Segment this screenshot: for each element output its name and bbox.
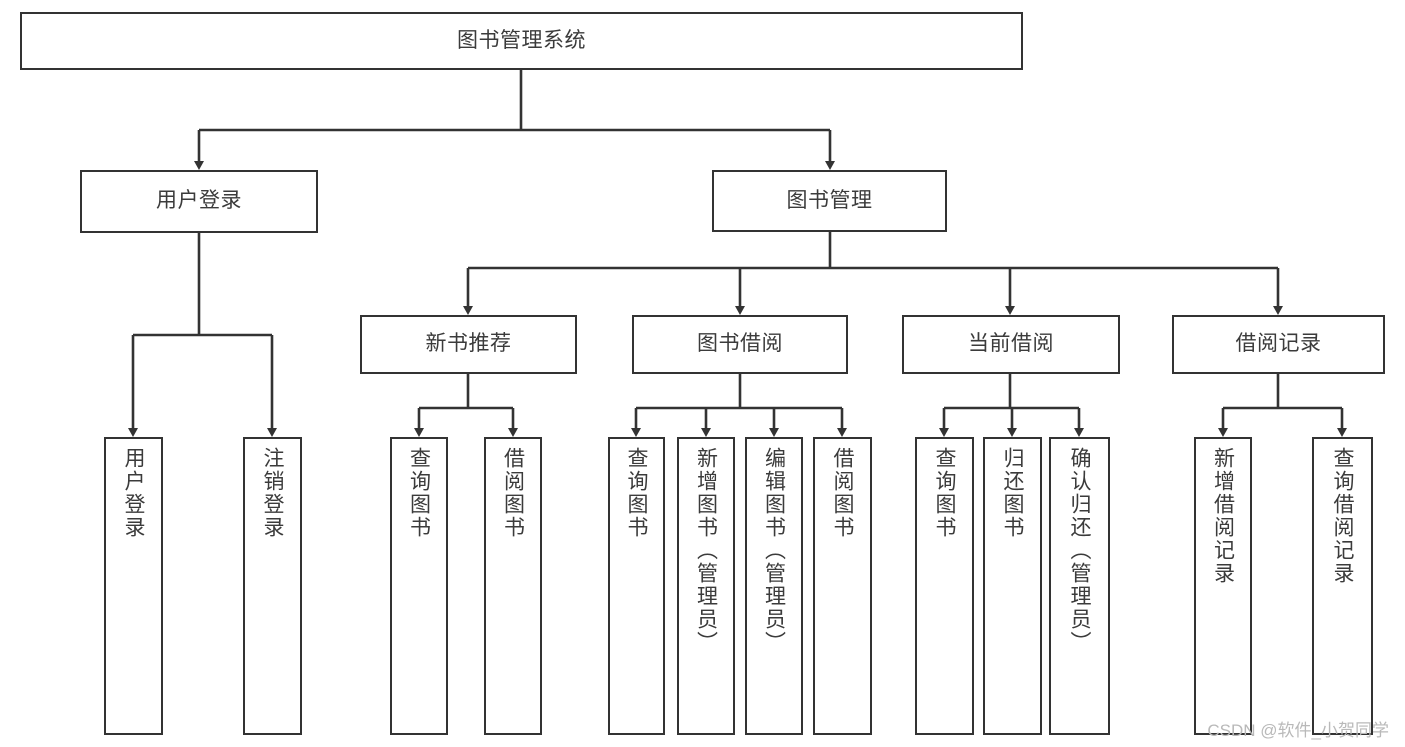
node-leaf-add-book-label: 新增图书（管理员） <box>694 447 718 654</box>
node-leaf-user-login[interactable]: 用户登录 <box>104 437 163 735</box>
node-leaf-confirm-return[interactable]: 确认归还（管理员） <box>1049 437 1110 735</box>
node-leaf-add-record[interactable]: 新增借阅记录 <box>1194 437 1252 735</box>
node-borrow-record[interactable]: 借阅记录 <box>1172 315 1385 374</box>
node-leaf-query-book-2-label: 查询图书 <box>625 447 648 539</box>
node-leaf-borrow-book-2[interactable]: 借阅图书 <box>813 437 872 735</box>
node-leaf-add-book[interactable]: 新增图书（管理员） <box>677 437 735 735</box>
node-user-login-label: 用户登录 <box>156 189 242 213</box>
node-leaf-query-book-1[interactable]: 查询图书 <box>390 437 448 735</box>
node-current-borrow[interactable]: 当前借阅 <box>902 315 1120 374</box>
node-root[interactable]: 图书管理系统 <box>20 12 1023 70</box>
node-leaf-logout[interactable]: 注销登录 <box>243 437 302 735</box>
node-leaf-return-book[interactable]: 归还图书 <box>983 437 1042 735</box>
node-book-borrow[interactable]: 图书借阅 <box>632 315 848 374</box>
node-leaf-query-book-3-label: 查询图书 <box>933 447 956 539</box>
node-leaf-borrow-book-1[interactable]: 借阅图书 <box>484 437 542 735</box>
connector-bookmanage-to-level2 <box>463 232 1283 315</box>
node-root-label: 图书管理系统 <box>457 28 586 52</box>
node-leaf-user-login-label: 用户登录 <box>122 447 145 539</box>
node-borrow-record-label: 借阅记录 <box>1235 332 1322 356</box>
node-leaf-query-book-1-label: 查询图书 <box>407 447 431 539</box>
node-book-manage[interactable]: 图书管理 <box>712 170 947 232</box>
node-new-book-recommend[interactable]: 新书推荐 <box>360 315 577 374</box>
connector-userlogin-to-leaves <box>128 233 277 437</box>
node-leaf-return-book-label: 归还图书 <box>1001 447 1024 539</box>
node-leaf-query-book-3[interactable]: 查询图书 <box>915 437 974 735</box>
node-book-manage-label: 图书管理 <box>786 188 873 212</box>
node-leaf-borrow-book-2-label: 借阅图书 <box>831 447 854 539</box>
connector-newbook-to-leaves <box>414 374 518 437</box>
node-leaf-edit-book[interactable]: 编辑图书（管理员） <box>745 437 803 735</box>
connector-currentborrow-to-leaves <box>939 374 1084 437</box>
node-leaf-borrow-book-1-label: 借阅图书 <box>501 447 525 539</box>
node-current-borrow-label: 当前借阅 <box>968 332 1054 356</box>
node-new-book-recommend-label: 新书推荐 <box>425 332 512 356</box>
node-leaf-confirm-return-label: 确认归还（管理员） <box>1068 447 1091 654</box>
node-leaf-query-record-label: 查询借阅记录 <box>1331 447 1354 585</box>
connector-borrowrecord-to-leaves <box>1218 374 1347 437</box>
node-book-borrow-label: 图书借阅 <box>697 332 783 356</box>
connector-bookborrow-to-leaves <box>631 374 847 437</box>
node-user-login[interactable]: 用户登录 <box>80 170 318 233</box>
node-leaf-logout-label: 注销登录 <box>261 447 284 539</box>
node-leaf-edit-book-label: 编辑图书（管理员） <box>762 447 786 654</box>
node-leaf-query-book-2[interactable]: 查询图书 <box>608 437 665 735</box>
node-leaf-add-record-label: 新增借阅记录 <box>1211 447 1235 585</box>
connector-root-to-level1 <box>194 70 835 170</box>
node-leaf-query-record[interactable]: 查询借阅记录 <box>1312 437 1373 735</box>
